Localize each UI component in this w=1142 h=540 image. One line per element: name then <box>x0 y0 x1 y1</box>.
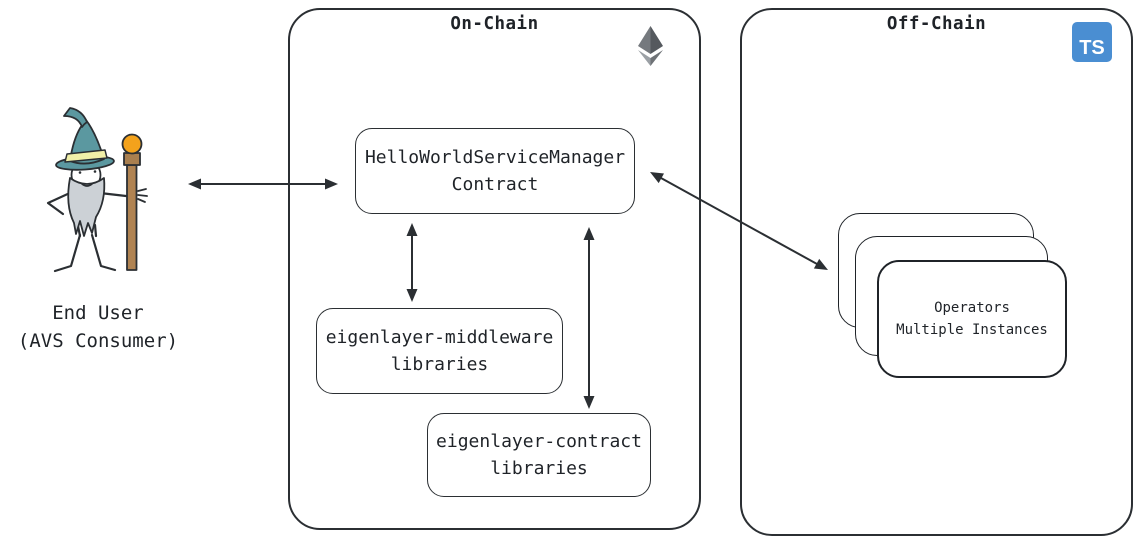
wizard-staff <box>121 133 143 271</box>
node-eigenlayer-contract: eigenlayer-contract libraries <box>427 413 651 497</box>
middleware-line1: eigenlayer-middleware <box>325 327 554 348</box>
wizard-beard <box>67 177 106 237</box>
operators-line1: Operators <box>934 300 1010 316</box>
off-chain-title: Off-Chain <box>886 14 987 34</box>
middleware-line2: libraries <box>390 354 489 375</box>
wizard-left-arm <box>46 190 74 216</box>
typescript-icon-text: TS <box>1079 37 1105 59</box>
contract-libs-line1: eigenlayer-contract <box>436 431 642 452</box>
wizard-eyes <box>75 165 98 174</box>
node-eigenlayer-middleware: eigenlayer-middleware libraries <box>316 308 563 394</box>
end-user-line1: End User <box>52 302 144 324</box>
end-user-label: End User (AVS Consumer) <box>5 299 191 355</box>
node-operators: Operators Multiple Instances <box>877 260 1067 378</box>
contract-libs-line2: libraries <box>490 458 588 479</box>
wizard-head <box>70 159 102 191</box>
node-service-manager-contract: HelloWorldServiceManager Contract <box>355 128 635 214</box>
wizard-hat <box>55 107 115 171</box>
service-manager-line2: Contract <box>451 174 539 195</box>
operators-line2: Multiple Instances <box>896 322 1048 338</box>
wizard-smile <box>81 183 93 187</box>
wizard-hand-fingers <box>137 188 148 203</box>
typescript-icon: TS <box>1072 22 1112 62</box>
wizard-right-arm <box>98 191 128 198</box>
wizard-illustration <box>46 107 148 273</box>
service-manager-line1: HelloWorldServiceManager <box>364 147 626 168</box>
wizard-legs <box>53 223 117 273</box>
on-chain-title: On-Chain <box>450 14 539 34</box>
end-user-line2: (AVS Consumer) <box>17 330 179 352</box>
